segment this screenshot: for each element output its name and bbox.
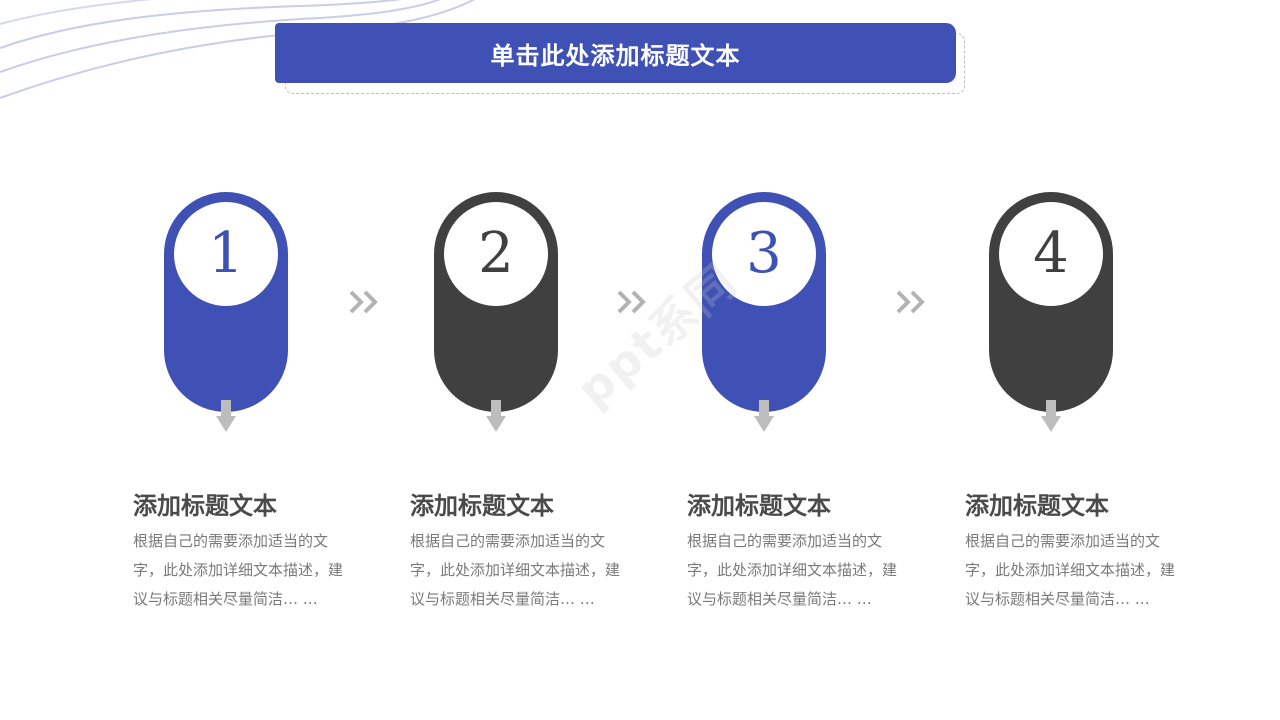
step-4-pill: 4 [989,192,1113,412]
step-2-title: 添加标题文本 [410,491,554,520]
step-1-number-circle: 1 [174,202,278,306]
step-1-title: 添加标题文本 [133,491,277,520]
step-3-number: 3 [746,221,782,286]
step-1-pill: 1 [164,192,288,412]
title-banner[interactable]: 单击此处添加标题文本 [275,23,956,83]
step-3-number-circle: 3 [712,202,816,306]
step-2-description: 根据自己的需要添加适当的文字，此处添加详细文本描述，建议与标题相关尽量简洁… … [410,532,621,608]
page-title: 单击此处添加标题文本 [490,40,741,70]
down-arrow-icon [1041,400,1061,432]
down-arrow-icon [216,400,236,432]
step-1-number: 1 [208,221,244,286]
step-4-number: 4 [1033,221,1069,286]
step-3-pill: 3 [702,192,826,412]
down-arrow-icon [486,400,506,432]
step-4-number-circle: 4 [999,202,1103,306]
step-2-pill: 2 [434,192,558,412]
step-1-description: 根据自己的需要添加适当的文字，此处添加详细文本描述，建议与标题相关尽量简洁… … [133,532,344,608]
down-arrow-icon [754,400,774,432]
step-2-number: 2 [478,221,514,286]
step-3-description: 根据自己的需要添加适当的文字，此处添加详细文本描述，建议与标题相关尽量简洁… … [687,532,898,608]
step-4-description: 根据自己的需要添加适当的文字，此处添加详细文本描述，建议与标题相关尽量简洁… … [965,532,1176,608]
step-2-number-circle: 2 [444,202,548,306]
double-chevron-right-icon [349,290,378,314]
step-3-title: 添加标题文本 [687,491,831,520]
step-4-title: 添加标题文本 [965,491,1109,520]
double-chevron-right-icon [896,290,925,314]
double-chevron-right-icon [617,290,646,314]
